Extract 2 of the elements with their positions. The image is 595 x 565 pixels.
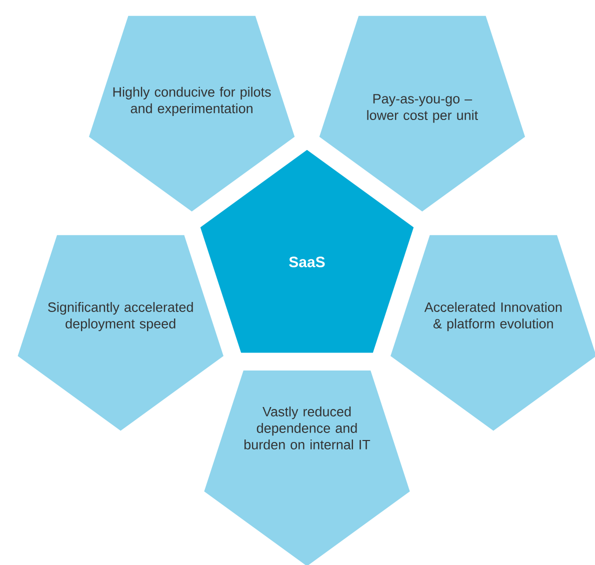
benefit-pentagon: Accelerated Innovation & platform evolution [387, 232, 595, 434]
benefit-pentagon: Vastly reduced dependence and burden on internal IT [200, 368, 414, 565]
